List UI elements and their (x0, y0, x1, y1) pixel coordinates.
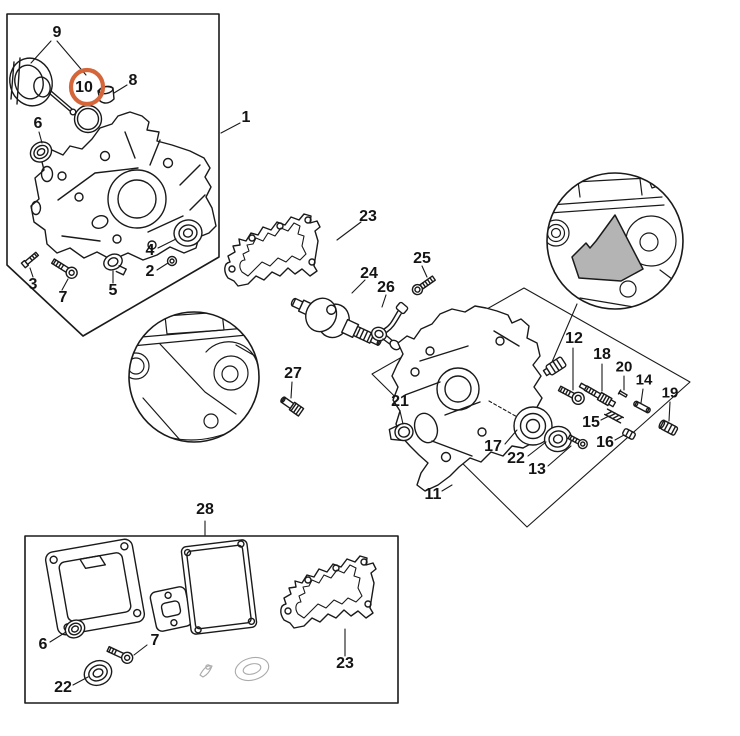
highlight-ring-part-10 (68, 67, 106, 107)
callout-part-18: 18 (593, 346, 611, 363)
part-18-screw-drawing (578, 382, 617, 408)
callout-part-22-bottom: 22 (54, 679, 72, 696)
callout-part-10: 10 (75, 79, 93, 96)
part-7-bolt-drawing (50, 258, 78, 279)
detail-circle-right (546, 172, 684, 363)
callout-part-12: 12 (565, 330, 583, 347)
part-4-bearing-drawing (173, 219, 203, 247)
part-13-screw-drawing (567, 434, 588, 450)
part-10-o-ring-drawing (73, 104, 103, 134)
callout-part-15: 15 (582, 414, 600, 431)
callout-part-9: 9 (52, 24, 62, 41)
top-parts-box (6, 13, 220, 337)
callout-part-8: 8 (128, 72, 138, 89)
callout-part-6-bottom: 6 (38, 636, 48, 653)
part-14-pin-drawing (633, 400, 651, 414)
callout-part-23-middle: 23 (359, 208, 377, 225)
part-15-spring-drawing (603, 408, 625, 424)
part-22-seal-drawing (543, 425, 573, 453)
part-9-oil-pump-drawing (9, 57, 77, 116)
callout-part-20: 20 (615, 358, 633, 376)
callout-part-3: 3 (28, 276, 38, 293)
callout-part-2: 2 (145, 263, 155, 280)
callout-part-13: 13 (528, 461, 546, 478)
callout-part-21: 21 (391, 393, 409, 410)
part-25-screw-drawing (411, 275, 436, 296)
part-28-large-gasket-drawing (180, 539, 258, 635)
part-12-screw-drawing (557, 385, 585, 405)
part-27-nipple-drawing (280, 396, 305, 417)
part-23-gasket-middle-drawing (224, 213, 321, 287)
part-22b-seal-drawing (83, 659, 113, 687)
detail-circle-leader-line (551, 303, 578, 363)
part-26-oil-pickup-drawing (370, 301, 409, 351)
callout-part-16: 16 (596, 434, 614, 451)
part-23-gasket-bottom-drawing (280, 555, 377, 629)
part-19-plug-drawing (658, 419, 679, 436)
callout-part-25: 25 (413, 250, 431, 267)
faint-small-parts-drawing (199, 656, 270, 682)
part-6-seal-drawing (29, 141, 53, 163)
callout-part-17: 17 (484, 438, 502, 455)
part-5-plug-drawing (103, 253, 127, 276)
part-11-crankcase-drawing (391, 305, 543, 492)
part-20-pin-drawing (617, 389, 628, 398)
callout-part-24: 24 (360, 265, 378, 282)
callout-part-4: 4 (145, 242, 155, 259)
part-6b-seal-drawing (64, 619, 86, 639)
callout-part-23-bottom: 23 (336, 655, 354, 672)
highlighted-pawl-part-drawing (542, 356, 567, 377)
callout-part-27: 27 (284, 365, 302, 382)
part-24-crankshaft-drawing (290, 297, 382, 346)
part-7b-bolt-drawing (106, 645, 134, 665)
highlighted-part-region (571, 214, 644, 282)
part-17-bearing-drawing (513, 406, 553, 446)
callout-part-7-bottom: 7 (150, 632, 160, 649)
part-3-stud-drawing (20, 251, 40, 269)
callout-part-11: 11 (424, 486, 442, 503)
callout-part-14: 14 (635, 371, 653, 389)
cylinder-gasket-drawing (44, 538, 146, 636)
detail-circle-left (128, 311, 260, 443)
callout-part-5: 5 (108, 282, 118, 299)
part-16-plug-drawing (622, 428, 636, 440)
part-2-pin-drawing (166, 255, 178, 267)
part-1-crankcase-drawing (30, 111, 217, 261)
callout-part-6: 6 (33, 115, 43, 132)
callout-part-22-right: 22 (507, 450, 525, 467)
callout-part-7: 7 (58, 289, 68, 306)
callout-part-19: 19 (661, 384, 679, 402)
callout-part-28: 28 (196, 501, 214, 518)
callout-part-1: 1 (241, 109, 251, 126)
callout-part-26: 26 (377, 279, 395, 296)
bottom-gasket-set-box (24, 535, 399, 704)
